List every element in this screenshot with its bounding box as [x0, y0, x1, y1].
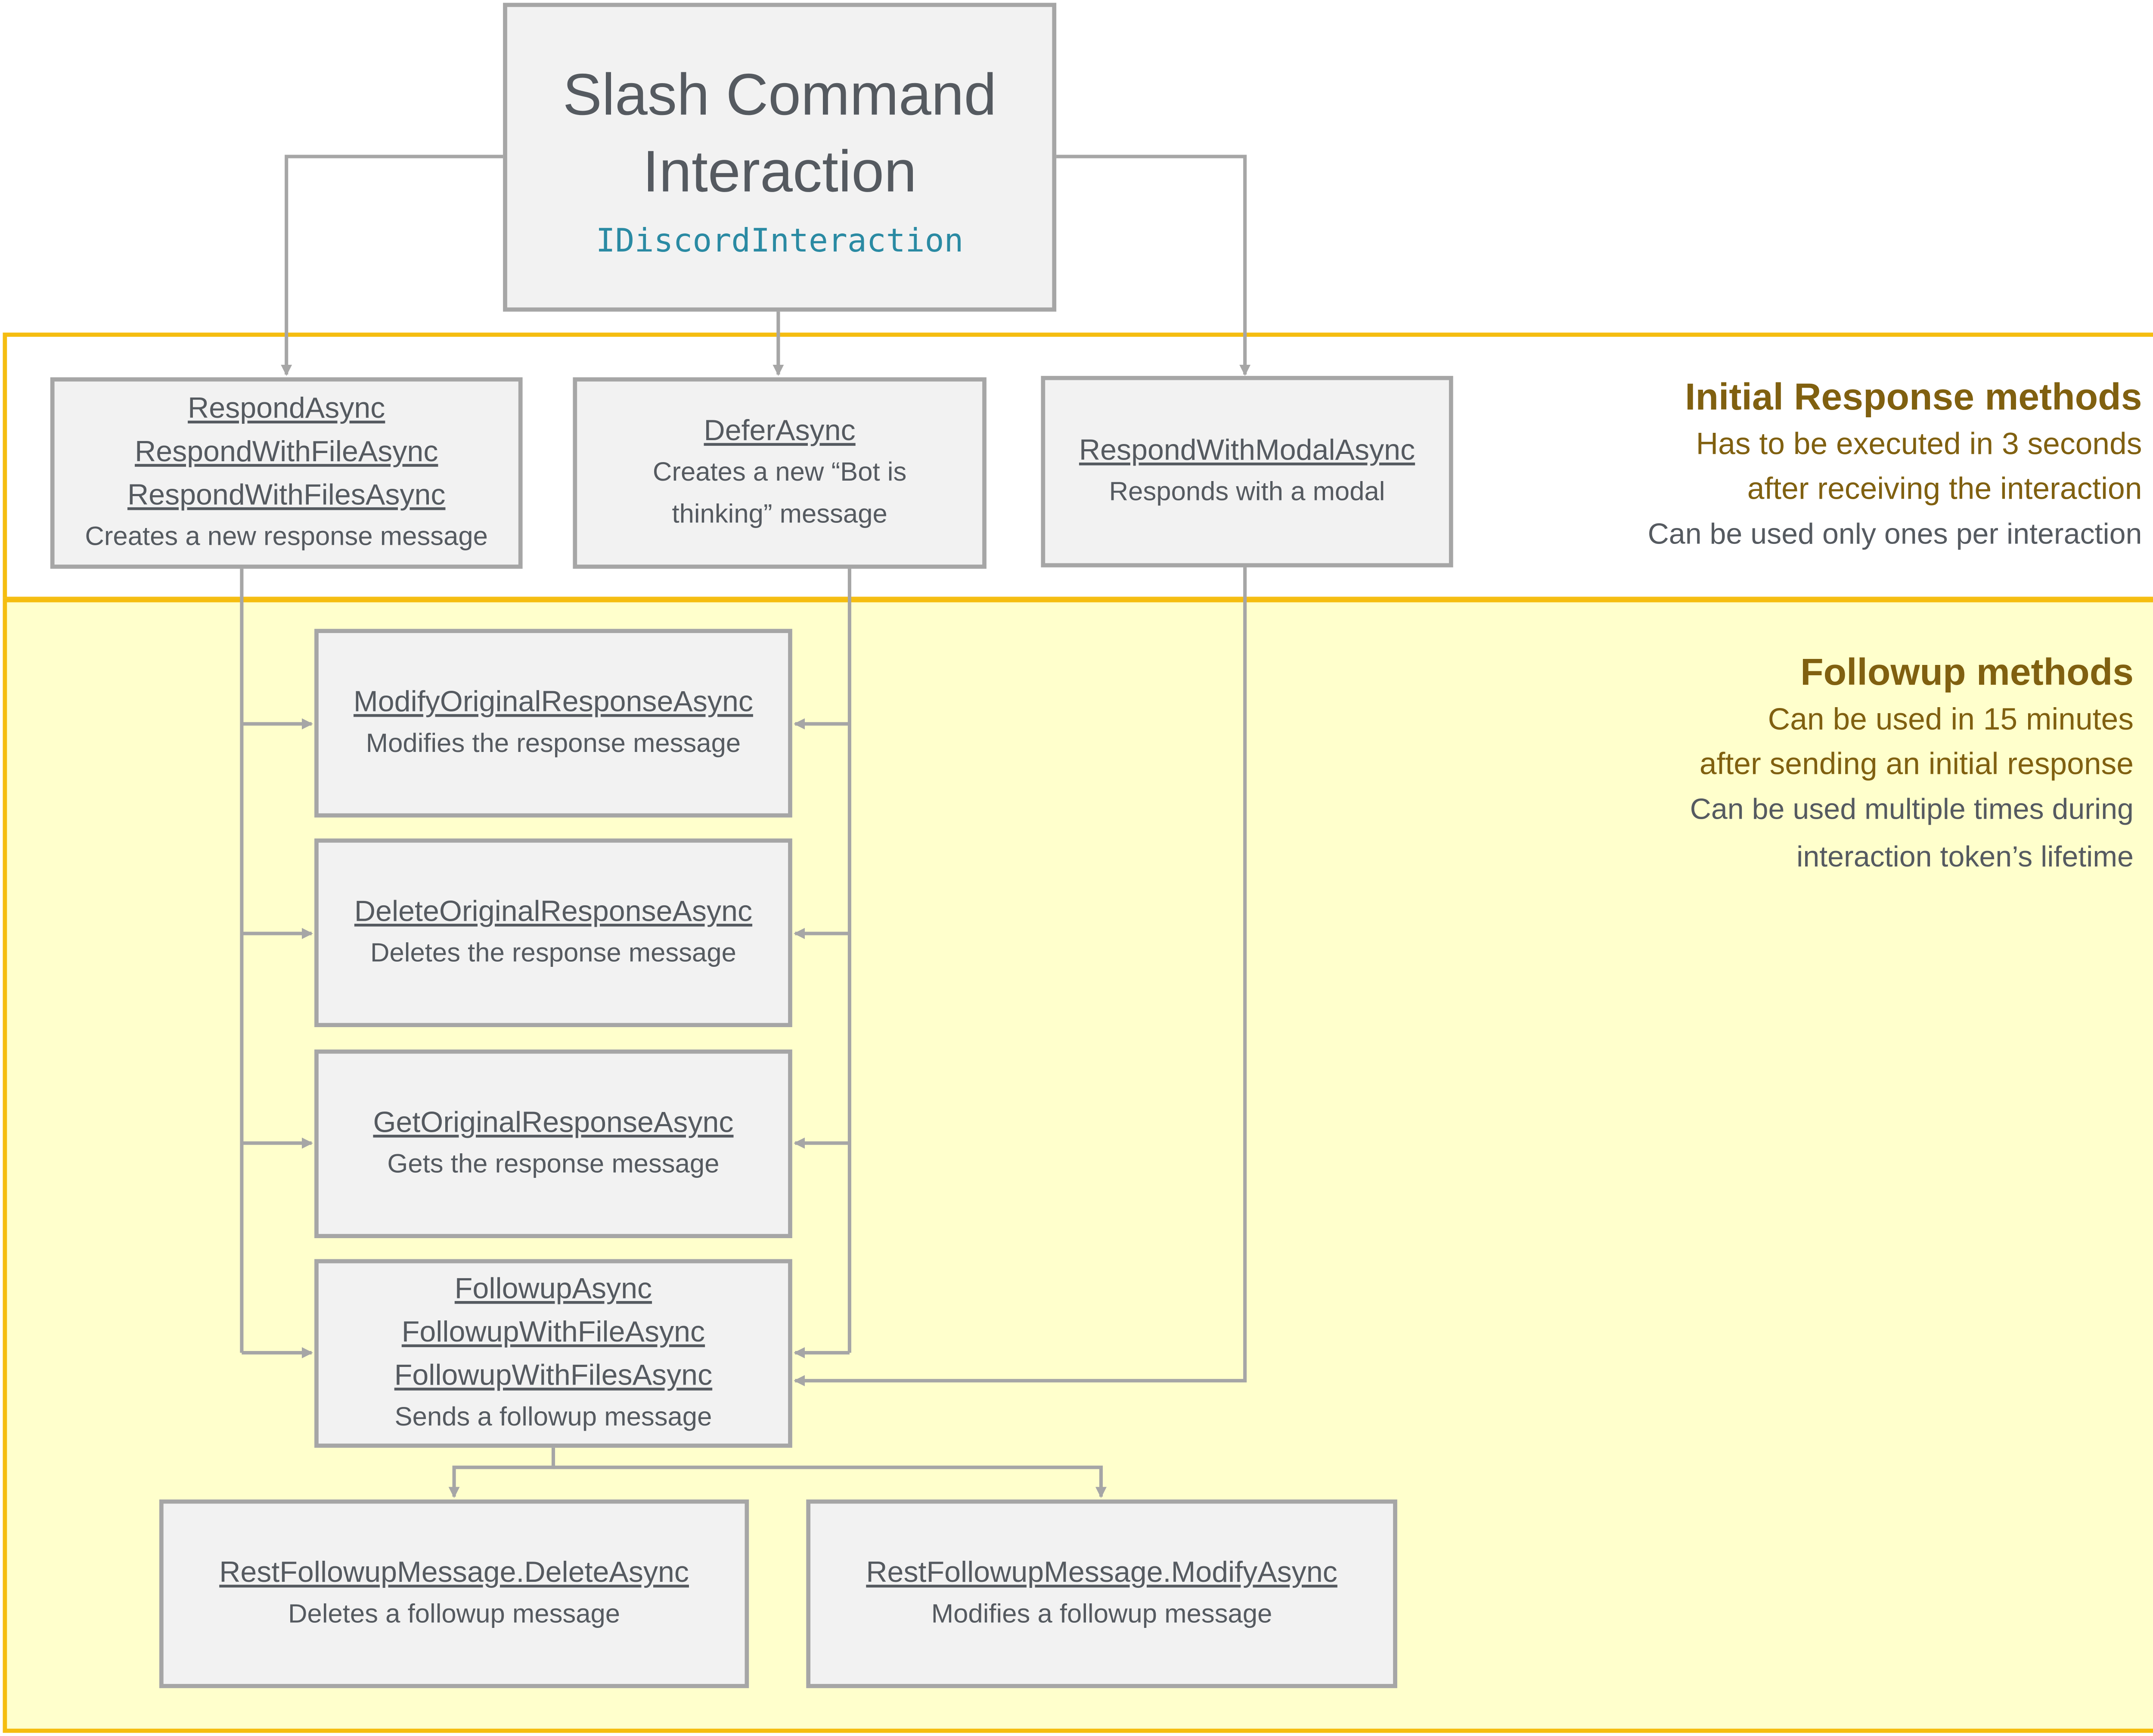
- arrow-followup-to-rest-modify: [553, 1466, 1107, 1498]
- defer-description-line1: Creates a new “Bot is: [652, 458, 907, 488]
- rest-followup-modify-async-link[interactable]: RestFollowupMessage.ModifyAsync: [866, 1556, 1337, 1589]
- defer-description-line2: thinking” message: [672, 500, 887, 530]
- respond-node: RespondAsync RespondWithFileAsync Respon…: [50, 377, 523, 569]
- followup-note-line3: Can be used multiple times during: [1690, 794, 2134, 826]
- respond-async-link[interactable]: RespondAsync: [188, 392, 385, 425]
- followup-note-line4: interaction token’s lifetime: [1796, 841, 2134, 874]
- delete-original-node: DeleteOriginalResponseAsync Deletes the …: [314, 838, 792, 1028]
- modify-original-response-async-link[interactable]: ModifyOriginalResponseAsync: [354, 686, 753, 718]
- followup-description: Sends a followup message: [394, 1403, 712, 1433]
- modify-original-node: ModifyOriginalResponseAsync Modifies the…: [314, 629, 792, 818]
- arrow-root-to-modal: [1055, 155, 1251, 376]
- respond-with-file-async-link[interactable]: RespondWithFileAsync: [134, 436, 438, 469]
- followup-note-line1: Can be used in 15 minutes: [1768, 701, 2134, 737]
- followup-info: Followup methods Can be used in 15 minut…: [1407, 647, 2134, 882]
- followup-modify-node: RestFollowupMessage.ModifyAsync Modifies…: [806, 1499, 1397, 1688]
- followup-async-link[interactable]: FollowupAsync: [454, 1273, 652, 1305]
- respond-with-files-async-link[interactable]: RespondWithFilesAsync: [127, 479, 446, 512]
- defer-async-link[interactable]: DeferAsync: [704, 415, 856, 447]
- arrow-root-to-respond: [281, 155, 505, 376]
- modal-description: Responds with a modal: [1109, 478, 1385, 507]
- followup-heading: Followup methods: [1800, 651, 2134, 693]
- root-interface-name: IDiscordInteraction: [596, 223, 964, 259]
- root-title-line2: Interaction: [642, 137, 917, 204]
- followup-node: FollowupAsync FollowupWithFileAsync Foll…: [314, 1259, 792, 1448]
- initial-response-note-line2: after receiving the interaction: [1747, 471, 2142, 506]
- delete-original-description: Deletes the response message: [370, 939, 736, 969]
- arrow-followup-to-rest-delete: [448, 1446, 555, 1498]
- initial-response-heading: Initial Response methods: [1685, 376, 2142, 418]
- get-original-response-async-link[interactable]: GetOriginalResponseAsync: [373, 1106, 734, 1139]
- followup-with-file-async-link[interactable]: FollowupWithFileAsync: [401, 1316, 705, 1349]
- initial-response-info: Initial Response methods Has to be execu…: [1359, 372, 2142, 559]
- followup-delete-description: Deletes a followup message: [288, 1600, 620, 1630]
- defer-node: DeferAsync Creates a new “Bot is thinkin…: [573, 377, 987, 569]
- respond-description: Creates a new response message: [85, 522, 488, 552]
- get-original-node: GetOriginalResponseAsync Gets the respon…: [314, 1049, 792, 1238]
- delete-original-response-async-link[interactable]: DeleteOriginalResponseAsync: [354, 895, 753, 928]
- followup-modify-description: Modifies a followup message: [931, 1600, 1272, 1630]
- followup-note-line2: after sending an initial response: [1699, 746, 2134, 781]
- initial-response-note-line1: Has to be executed in 3 seconds: [1696, 426, 2142, 461]
- followup-delete-node: RestFollowupMessage.DeleteAsync Deletes …: [159, 1499, 749, 1688]
- followup-with-files-async-link[interactable]: FollowupWithFilesAsync: [394, 1360, 713, 1392]
- slash-command-interaction-node: Slash Command Interaction IDiscordIntera…: [503, 3, 1057, 312]
- arrow-modal-to-followup: [794, 566, 1247, 1386]
- initial-response-note-line3: Can be used only ones per interaction: [1647, 518, 2142, 551]
- rest-followup-delete-async-link[interactable]: RestFollowupMessage.DeleteAsync: [219, 1556, 689, 1589]
- modify-original-description: Modifies the response message: [366, 729, 741, 759]
- modal-node: RespondWithModalAsync Responds with a mo…: [1041, 376, 1453, 568]
- respond-with-modal-async-link[interactable]: RespondWithModalAsync: [1079, 435, 1415, 467]
- get-original-description: Gets the response message: [387, 1150, 720, 1180]
- root-title-line1: Slash Command: [562, 61, 997, 127]
